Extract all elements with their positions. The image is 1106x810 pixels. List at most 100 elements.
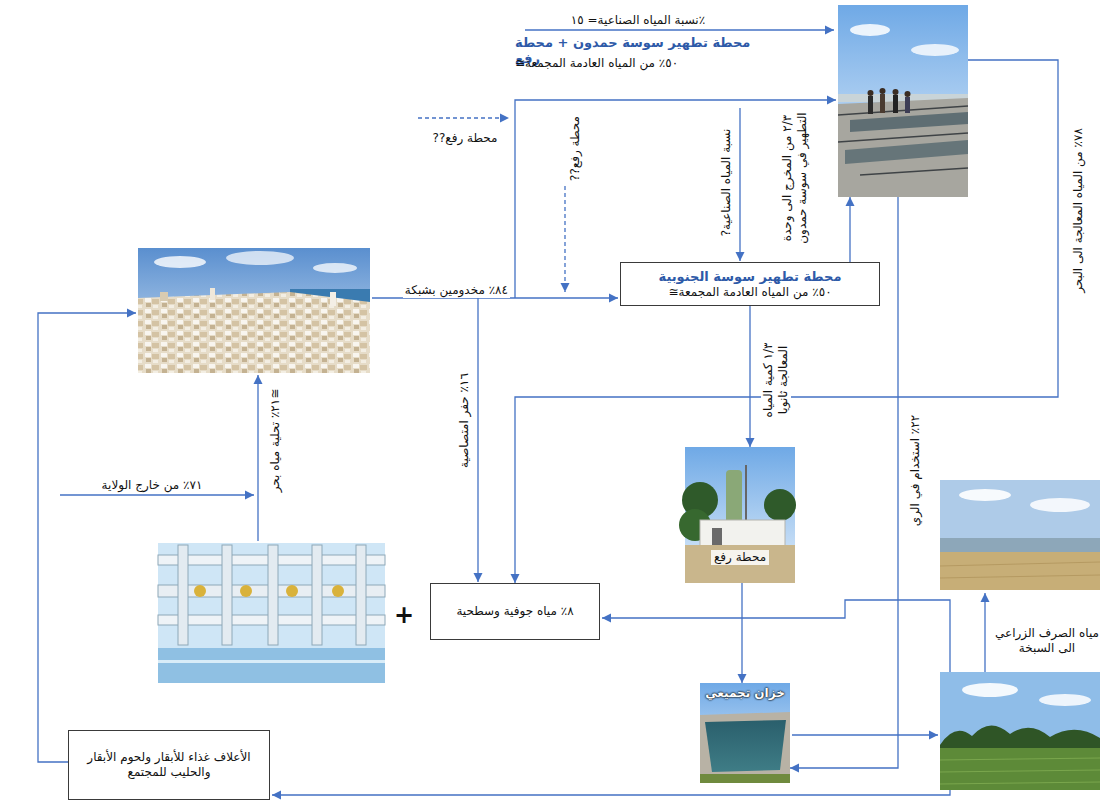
flow-arrow	[741, 583, 742, 683]
desalination-photo-part	[332, 585, 344, 597]
flow-line-part	[525, 29, 834, 30]
process-box: ٨٪ مياه جوفية وسطحية	[430, 583, 600, 640]
label-holder: ٨٤٪ مخدومين بشبكة	[392, 279, 510, 298]
photo-node: محطة رفع	[685, 447, 795, 583]
node-text: ٨٪ مياه جوفية وسطحية	[438, 604, 592, 619]
flow-label: ١٦٪ حفر امتصاصية	[457, 371, 472, 470]
pump-station-photo-part	[685, 545, 795, 583]
edge-label: ٢٢٪ استخدام في الري	[908, 412, 923, 527]
field-photo-part	[940, 672, 1100, 790]
field-photo-part	[940, 782, 1100, 784]
desalination-photo-part	[240, 585, 252, 597]
desalination-photo-part	[178, 545, 188, 645]
city-photo-part	[138, 292, 370, 373]
label-holder: ?نسبة المياه الصناعية	[715, 107, 734, 257]
node-text: ≅٥٠٪ من المياه العادمة المجمعة	[515, 56, 777, 71]
treatment-plant-photo-part	[893, 95, 898, 113]
edge-label: ٢/٣ من المخرج الى وحدة التطهير في سوسة ح…	[780, 103, 810, 253]
process-box: الأعلاف غذاء للأبقار ولحوم الأبقار والحل…	[68, 730, 270, 800]
label-holder: ٢/٣ من المخرج الى وحدة التطهير في سوسة ح…	[780, 103, 810, 253]
pump-station-photo	[679, 447, 796, 583]
edge-label: ٧٨٪ من المياه المعالجة الى البحر	[1071, 126, 1086, 295]
node-text: ≅٥٠٪ من المياه العادمة المجمعة	[628, 285, 872, 300]
field-photo-part	[940, 770, 1100, 772]
field-photo-part	[962, 683, 1018, 697]
sebkha-photo-part	[1030, 498, 1090, 512]
desalination-photo-part	[194, 585, 206, 597]
label-holder: ??محطة رفع	[564, 112, 583, 184]
desalination-photo-part	[158, 648, 385, 683]
flow-line-part	[477, 298, 478, 582]
treatment-plant-photo-part	[838, 98, 968, 197]
city-photo-part	[154, 256, 206, 268]
treatment-plant-photo-part	[838, 106, 968, 115]
label-holder: ٢١٪ تحلية مياه بحر≅	[264, 378, 283, 503]
city-photo-part	[330, 292, 336, 306]
flow-line-part	[38, 313, 136, 762]
flow-label: مياه الصرف الزراعي الى السبخة	[993, 626, 1101, 656]
text-holder: ≅٥٠٪ من المياه العادمة المجمعة	[515, 56, 777, 71]
flow-arrow	[849, 197, 850, 262]
treatment-plant-photo-part	[850, 112, 968, 132]
field-photo-part	[1039, 694, 1091, 706]
reservoir-photo-part	[700, 712, 790, 783]
sebkha-photo-part	[940, 575, 1100, 578]
photo-node: خزان تجميعي	[700, 683, 790, 783]
treatment-plant-photo-part	[911, 44, 959, 56]
reservoir-photo-part	[705, 720, 786, 772]
flow-line-part	[564, 186, 565, 292]
field-photo	[940, 672, 1100, 790]
flow-line-part	[272, 790, 950, 795]
sebkha-photo-part	[940, 538, 1100, 552]
flow-label: ٨٤٪ مخدومين بشبكة	[403, 283, 510, 298]
flow-arrow	[515, 60, 1058, 583]
pump-station-photo-part	[700, 520, 785, 546]
treatment-plant-photo-part	[850, 24, 890, 36]
flow-label: +	[392, 602, 416, 628]
flow-line-part	[984, 593, 985, 672]
label-holder: ١٦٪ حفر امتصاصية	[453, 360, 472, 480]
label-holder: ١/٣ كمية المياه المعالجة ثانويا	[761, 325, 791, 435]
field-photo-part	[940, 748, 1100, 790]
label-holder: ??محطة رفع	[422, 127, 508, 146]
label-holder: ٢٢٪ استخدام في الري	[904, 405, 923, 535]
treatment-plant-photo-part	[905, 97, 910, 113]
label-holder: مياه الصرف الزراعي الى السبخة	[993, 626, 1101, 656]
city-photo-part	[210, 288, 215, 300]
flow-line-part	[739, 108, 740, 261]
desalination-photo-part	[268, 545, 278, 645]
city-photo-part	[138, 248, 370, 373]
flow-label: ٧١٪ من خارج الولاية	[100, 478, 205, 493]
text-holder: محطة رفع	[685, 546, 795, 565]
flow-label: ?نسبة المياه الصناعية	[719, 126, 734, 237]
node-heading: محطة تطهير سوسة الجنوبية	[628, 269, 872, 285]
field-photo-part	[940, 725, 1100, 748]
treatment-plant-photo-part	[838, 5, 968, 197]
flow-arrow	[749, 306, 750, 447]
city-photo-part	[313, 263, 357, 273]
reservoir-photo	[700, 683, 790, 783]
desalination-photo	[158, 543, 385, 683]
flow-line-part	[257, 375, 258, 541]
node-text: الأعلاف غذاء للأبقار ولحوم الأبقار والحل…	[76, 750, 262, 780]
flow-label: ٢١٪ تحلية مياه بحر≅	[268, 386, 283, 494]
flow-label: ??محطة رفع	[431, 131, 500, 146]
node-text: خزان تجميعي	[700, 686, 790, 701]
desalination-photo-part	[356, 545, 366, 645]
desalination-photo-part	[312, 545, 322, 645]
treatment-plant-photo-part	[880, 94, 885, 113]
treatment-plant-photo-part	[845, 140, 968, 164]
desalination-photo-part	[158, 660, 385, 663]
label-holder: +	[390, 602, 418, 628]
city-photo	[138, 248, 370, 373]
treatment-plant-photo-part	[860, 168, 968, 175]
flow-line-part	[60, 494, 254, 495]
desalination-photo-part	[222, 545, 232, 645]
node-text: محطة رفع	[711, 550, 769, 565]
city-photo-part	[160, 292, 168, 301]
pump-station-photo-part	[764, 489, 796, 521]
sebkha-photo-part	[940, 480, 1100, 590]
